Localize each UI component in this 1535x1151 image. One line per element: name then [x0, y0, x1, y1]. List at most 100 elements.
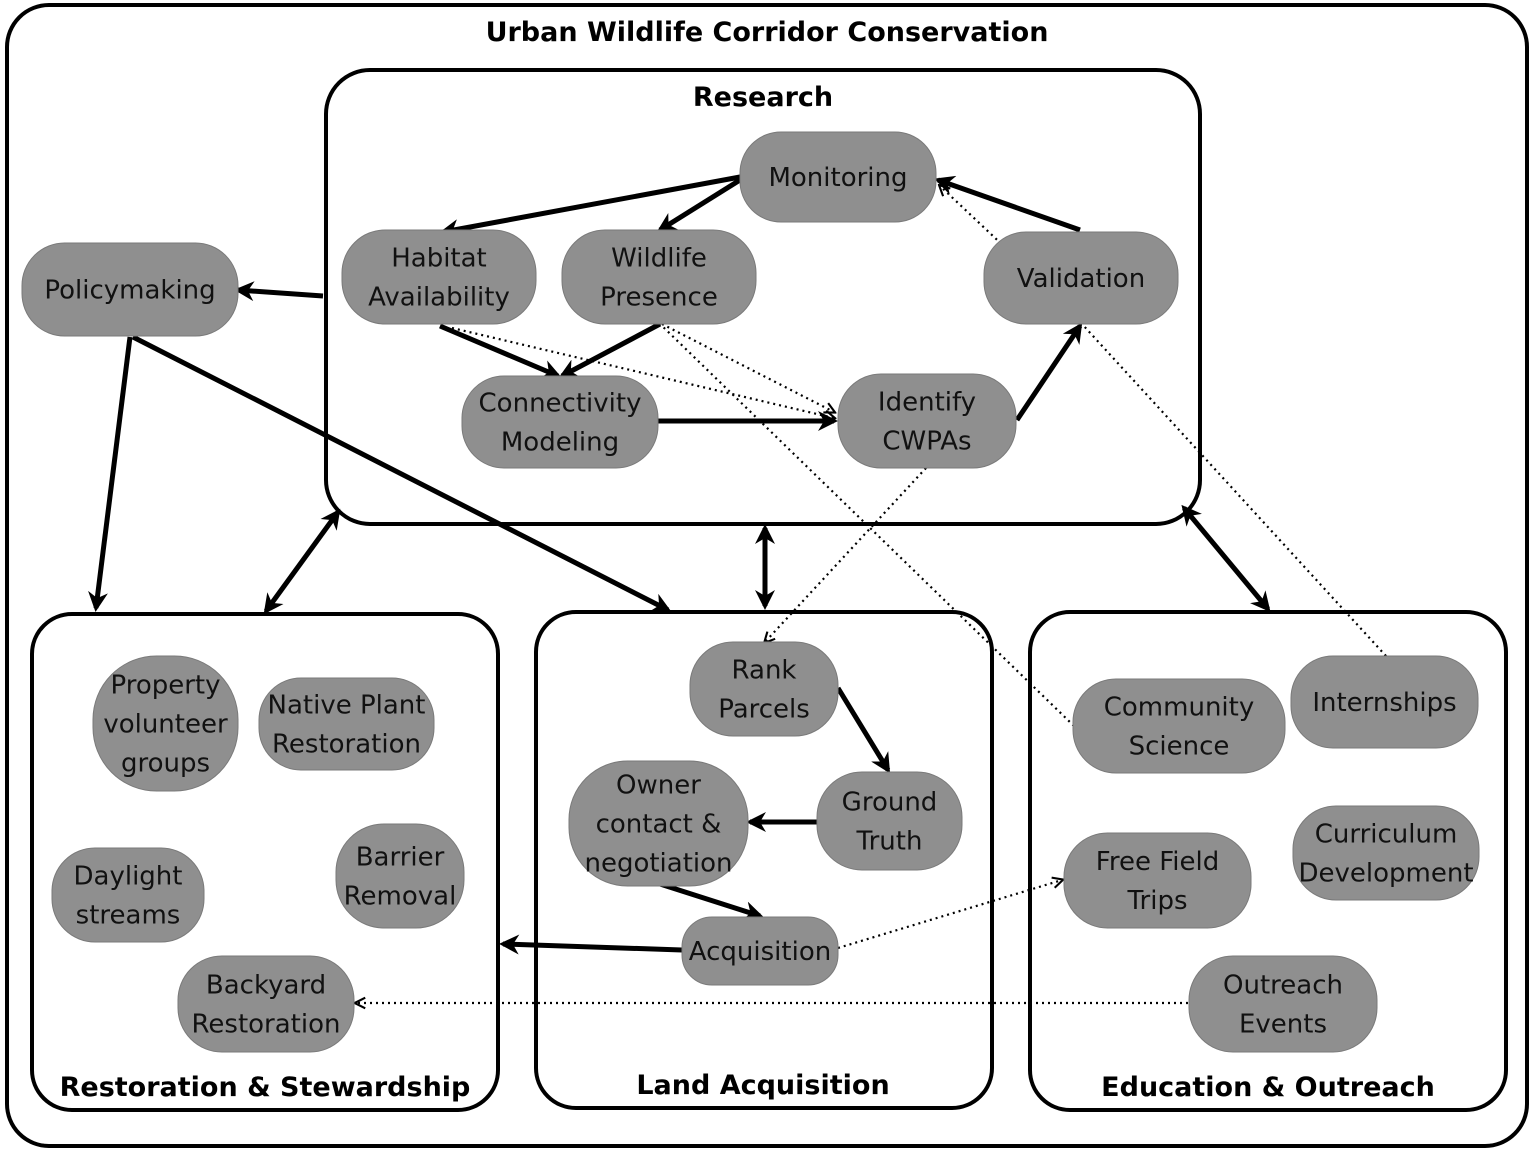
node-daylight-label-line: Daylight — [74, 862, 183, 892]
node-fieldtrips-shape — [1063, 832, 1252, 929]
node-connectivity-shape — [461, 375, 659, 469]
node-property-label-line: volunteer — [103, 710, 228, 740]
node-native-label-line: Restoration — [272, 730, 421, 760]
node-owner: Owner contact & negotiation — [568, 760, 749, 887]
node-native-shape — [258, 677, 435, 771]
edge-dotted-wildlife-to-cwpas — [661, 323, 834, 412]
edge-validation-to-monitoring — [934, 175, 1081, 233]
node-acquisition-label-line: Acquisition — [689, 937, 831, 967]
diagram-title: Urban Wildlife Corridor Conservation — [486, 17, 1049, 48]
edges-layer — [88, 174, 1387, 1003]
nodes-layer: MonitoringHabitatAvailabilityWildlifePre… — [21, 131, 1480, 1053]
node-property-label-line: groups — [121, 749, 210, 779]
node-daylight: Daylight streams — [51, 847, 205, 943]
research-group-label: Research — [693, 82, 833, 113]
node-property-label-line: Property — [110, 671, 220, 701]
node-ground-label-line: Ground — [842, 788, 938, 818]
node-validation: Validation — [983, 231, 1179, 325]
node-wildlife-label-line: Presence — [600, 283, 718, 313]
node-owner-label-line: contact & — [596, 810, 722, 840]
node-monitoring-label-line: Monitoring — [768, 163, 907, 193]
node-habitat-shape — [341, 229, 537, 325]
node-habitat-label-line: Availability — [368, 283, 510, 313]
node-cwpas-label-line: Identify — [878, 388, 976, 418]
node-owner-label-line: Owner — [616, 771, 701, 801]
node-owner-shape — [568, 760, 749, 887]
edge-acquisition-to-restoration — [499, 934, 683, 955]
edge-dotted-cwpas-to-rank — [765, 467, 927, 642]
node-connectivity-label-line: Modeling — [501, 428, 619, 458]
node-cwpas-shape — [837, 373, 1017, 469]
node-rank-shape — [689, 641, 839, 737]
node-daylight-label-line: streams — [76, 901, 181, 931]
node-wildlife-shape — [561, 229, 757, 325]
node-outreach-shape — [1188, 955, 1378, 1053]
node-property: Property volunteer groups — [92, 655, 239, 792]
node-community-label-line: Science — [1129, 732, 1230, 762]
node-internships: Internships — [1290, 655, 1479, 749]
edge-dotted-validation-to-monitoring — [940, 186, 1011, 253]
node-policymaking-label-line: Policymaking — [44, 276, 215, 306]
node-fieldtrips-label-line: Trips — [1126, 886, 1187, 916]
node-backyard-shape — [177, 955, 355, 1053]
node-native-label-line: Native Plant — [268, 691, 426, 721]
node-backyard-label-line: Restoration — [192, 1010, 341, 1040]
node-policymaking: Policymaking — [21, 242, 239, 337]
node-validation-label-line: Validation — [1017, 264, 1145, 294]
node-barrier-label-line: Removal — [344, 882, 457, 912]
edge-wildlife-to-connectivity — [558, 321, 662, 379]
node-monitoring: Monitoring — [739, 131, 937, 223]
node-outreach-label-line: Events — [1239, 1010, 1327, 1040]
node-community-label-line: Community — [1104, 693, 1254, 723]
edge-owner-to-acquisition — [659, 881, 764, 921]
node-acquisition: Acquisition — [681, 916, 839, 986]
node-monitoring-shape — [739, 131, 937, 223]
edge-monitoring-to-wildlife — [656, 177, 742, 233]
edge-rank-to-ground — [835, 686, 891, 774]
node-barrier-label-line: Barrier — [356, 843, 445, 873]
node-validation-shape — [983, 231, 1179, 325]
edge-research-restoration-bidirectional — [263, 508, 341, 615]
node-property-shape — [92, 655, 239, 792]
edge-dotted-community-to-wildlife — [657, 321, 1075, 727]
node-ground-shape — [816, 771, 963, 871]
outer-frame — [5, 3, 1529, 1148]
node-internships-shape — [1290, 655, 1479, 749]
node-daylight-shape — [51, 847, 205, 943]
edge-habitat-to-connectivity — [439, 323, 562, 379]
node-internships-label-line: Internships — [1312, 688, 1456, 718]
node-rank-label-line: Rank — [732, 656, 797, 686]
land-acquisition-group-label: Land Acquisition — [636, 1070, 889, 1101]
edge-research-education-bidirectional — [1181, 504, 1271, 613]
node-curriculum-shape — [1292, 805, 1480, 901]
edge-research-to-policymaking — [234, 281, 324, 302]
node-backyard-label-line: Backyard — [206, 971, 326, 1001]
node-owner-label-line: negotiation — [584, 849, 732, 879]
node-habitat-label-line: Habitat — [391, 244, 487, 274]
node-curriculum-label-line: Curriculum — [1315, 820, 1458, 850]
node-connectivity-label-line: Connectivity — [479, 389, 642, 419]
node-curriculum-label-line: Development — [1298, 859, 1473, 889]
node-acquisition-shape — [681, 916, 839, 986]
node-rank-label-line: Parcels — [718, 695, 810, 725]
edge-policymaking-to-restoration — [88, 336, 133, 612]
node-fieldtrips-label-line: Free Field — [1096, 847, 1219, 877]
edge-monitoring-to-habitat — [439, 174, 741, 239]
edge-policymaking-to-land — [131, 334, 672, 613]
land-acquisition-group — [534, 610, 994, 1110]
restoration-group-label: Restoration & Stewardship — [60, 1072, 471, 1103]
node-cwpas-label-line: CWPAs — [882, 427, 971, 457]
